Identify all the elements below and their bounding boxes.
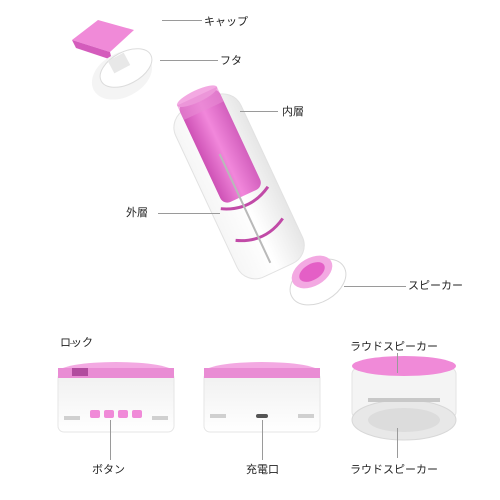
speaker-part	[289, 255, 347, 306]
charge-port[interactable]	[256, 414, 268, 418]
lid-part	[91, 48, 153, 100]
leader-outer	[158, 213, 220, 214]
leader-charge	[262, 420, 263, 460]
leader-button	[110, 420, 111, 460]
label-loud-speaker-bottom: ラウドスピーカー	[350, 463, 438, 476]
leader-cap	[162, 20, 202, 21]
lock-tab	[72, 368, 88, 376]
button-3[interactable]	[118, 410, 128, 418]
base-charge	[203, 362, 321, 433]
leader-lock	[70, 343, 76, 344]
label-lid: フタ	[220, 54, 242, 67]
button-2[interactable]	[104, 410, 114, 418]
leader-inner	[240, 111, 278, 112]
bottle-body	[173, 85, 305, 280]
button-1[interactable]	[90, 410, 100, 418]
label-speaker: スピーカー	[408, 279, 463, 292]
label-lock: ロック	[60, 336, 93, 349]
label-loud-speaker-top: ラウドスピーカー	[350, 340, 438, 353]
cap-part	[72, 20, 134, 60]
label-cap: キャップ	[204, 15, 248, 28]
label-outer: 外層	[126, 206, 148, 219]
leader-loud-bottom	[397, 428, 398, 458]
leader-lid	[160, 60, 218, 61]
label-button: ボタン	[92, 463, 125, 476]
speaker-grill	[368, 408, 440, 432]
base-buttons	[57, 362, 175, 433]
leader-loud-top	[397, 353, 398, 373]
base-speaker	[351, 356, 457, 441]
button-4[interactable]	[132, 410, 142, 418]
label-inner: 内層	[282, 105, 304, 118]
label-charge-port: 充電口	[246, 463, 279, 476]
leader-speaker	[344, 286, 406, 287]
